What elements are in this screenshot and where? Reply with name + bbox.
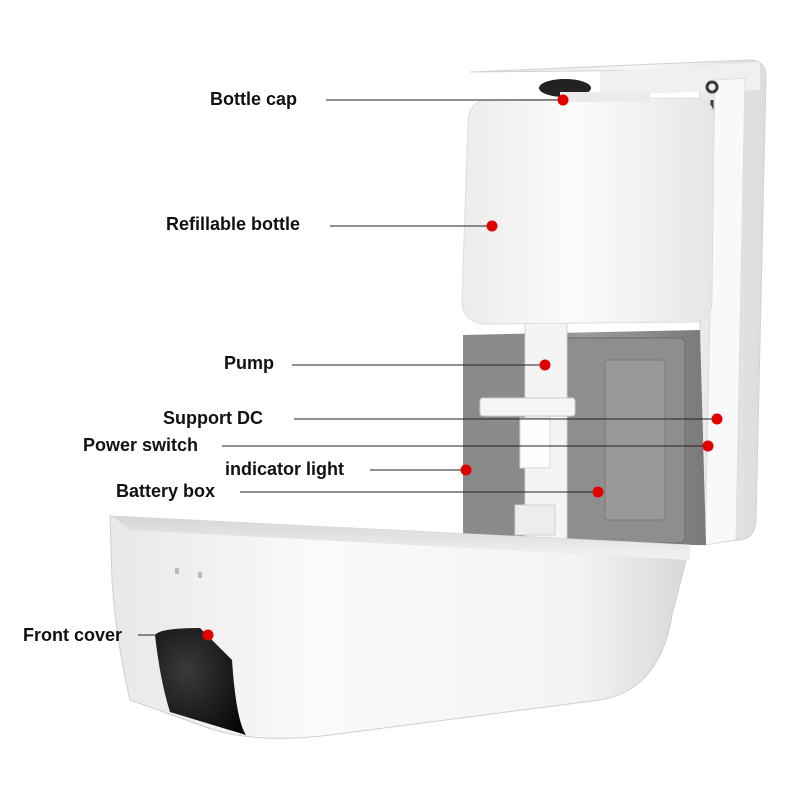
label-refillable-bottle: Refillable bottle <box>166 214 301 234</box>
pump-tube <box>519 417 551 469</box>
marker-pump <box>539 359 551 371</box>
marker-power-switch <box>702 440 714 452</box>
bottle-neck <box>560 92 650 102</box>
sensor-window <box>155 628 246 735</box>
marker-front-cover <box>202 629 214 641</box>
marker-refillable-bottle <box>486 220 498 232</box>
marker-bottle-cap <box>557 94 569 106</box>
front-cover-shape <box>109 515 691 739</box>
label-battery-box: Battery box <box>116 481 216 501</box>
marker-indicator-light <box>460 464 472 476</box>
front-cover-inner <box>112 516 690 560</box>
marker-battery-box <box>592 486 604 498</box>
pump-nozzle <box>514 504 556 536</box>
pump-collar <box>479 397 576 417</box>
label-indicator-light: indicator light <box>225 459 344 479</box>
marker-support-dc <box>711 413 723 425</box>
label-bottle-cap: Bottle cap <box>210 89 298 109</box>
back-panel-edge <box>704 77 746 546</box>
battery-box-panel <box>604 359 666 521</box>
refillable-bottle-shape <box>461 97 715 325</box>
label-pump: Pump <box>224 353 275 373</box>
label-power-switch: Power switch <box>83 435 199 455</box>
label-support-dc: Support DC <box>163 408 263 428</box>
label-front-cover: Front cover <box>23 625 123 645</box>
